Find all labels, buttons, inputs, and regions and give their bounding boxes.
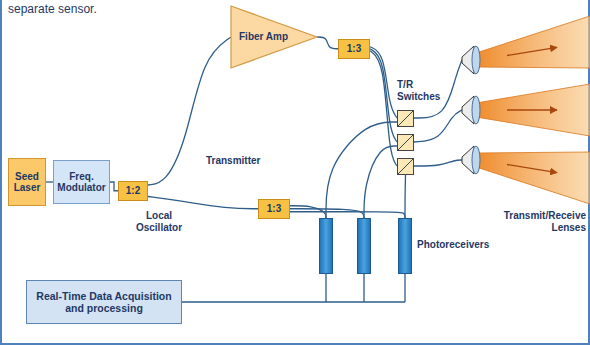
fiber-connector xyxy=(46,181,53,182)
connector-branch xyxy=(364,146,397,218)
lens-assembly xyxy=(462,146,590,204)
lens-symbol xyxy=(472,46,480,74)
modulator-box: Freq. Modulator xyxy=(53,160,110,204)
node-label: 1:2 xyxy=(126,185,140,197)
laser-beam xyxy=(476,152,590,204)
switch-group: T/R Switches xyxy=(397,110,414,175)
node-label: Fiber Amp xyxy=(239,31,293,43)
node-label: Freq. Modulator xyxy=(57,171,106,194)
connector-branch xyxy=(404,274,405,302)
connector xyxy=(414,60,462,166)
amplifier-shape xyxy=(231,6,317,68)
edge-label: Local Oscillator xyxy=(126,210,192,234)
connector-branch xyxy=(414,160,462,166)
switch-symbol xyxy=(398,159,414,175)
fiber-connector xyxy=(290,206,326,218)
fiber-connector xyxy=(148,197,258,209)
laser-beam xyxy=(476,84,590,136)
connector-group xyxy=(46,37,462,302)
edge-label-anchor: Local Oscillator xyxy=(126,210,192,235)
switch-symbol xyxy=(398,135,414,151)
photoreceiver-body xyxy=(320,219,333,274)
splitter-box: 1:2 xyxy=(118,181,148,201)
connector xyxy=(110,182,118,191)
node-label: T/R Switches xyxy=(397,79,449,103)
caption-text: separate sensor. xyxy=(8,2,148,16)
splitter-box: 1:3 xyxy=(258,199,290,219)
connector xyxy=(370,47,397,166)
switch-body xyxy=(398,135,414,151)
node-label: 1:3 xyxy=(347,43,361,55)
beam-direction xyxy=(507,165,557,173)
fiber-connector xyxy=(110,182,118,191)
photoreceiver-group: Photoreceivers xyxy=(319,218,412,274)
connector xyxy=(317,37,338,49)
node-label: Real-Time Data Acquisition and processin… xyxy=(30,290,178,314)
connector-branch xyxy=(404,175,406,218)
lens-group: Transmit/Receive Lenses xyxy=(462,28,590,238)
lens-symbol xyxy=(472,146,480,174)
beam-direction xyxy=(507,109,557,110)
connector xyxy=(148,197,258,209)
connector-branch xyxy=(290,209,364,218)
node-illustration xyxy=(462,28,590,238)
laser-box: Seed Laser xyxy=(8,158,46,206)
edge-label-anchor: Transmitter xyxy=(204,150,266,168)
lens-symbol xyxy=(472,96,480,124)
node-illustration xyxy=(319,218,412,274)
node-label: 1:3 xyxy=(267,203,281,215)
switch-mirror xyxy=(398,111,413,126)
splitter-box: 1:3 xyxy=(338,39,370,59)
fiber-connector xyxy=(414,60,462,118)
fiber-connector xyxy=(182,274,326,302)
processor-box: Real-Time Data Acquisition and processin… xyxy=(26,280,182,324)
node-label: Seed Laser xyxy=(12,171,42,194)
fiber-connector xyxy=(317,37,338,49)
switch-mirror xyxy=(398,159,413,174)
photoreceiver-body xyxy=(358,219,371,274)
beam-direction xyxy=(507,47,557,55)
connector xyxy=(46,182,53,183)
switch-body xyxy=(398,159,414,175)
connector-branch xyxy=(326,301,405,302)
label-anchor: separate sensor. xyxy=(8,2,148,16)
switch-mirror xyxy=(398,135,413,150)
connector-branch xyxy=(414,110,462,142)
switch-body xyxy=(398,111,414,127)
connector xyxy=(290,206,405,218)
connector-branch xyxy=(363,274,364,302)
lens-assembly xyxy=(462,84,590,136)
connector xyxy=(326,122,406,218)
node-illustration xyxy=(397,110,414,175)
switch-symbol xyxy=(398,111,414,127)
connector xyxy=(182,274,405,302)
laser-beam xyxy=(476,16,590,68)
fiber-connector xyxy=(370,47,397,118)
amplifier-triangle: Fiber Amp xyxy=(231,6,317,68)
edge-label: Transmitter xyxy=(204,155,266,167)
photoreceiver-body xyxy=(399,219,412,274)
lens-assembly xyxy=(462,16,590,74)
connector-branch xyxy=(290,212,405,218)
node-label: Photoreceivers xyxy=(417,239,499,251)
fiber-connector xyxy=(326,122,397,218)
node-label: Transmit/Receive Lenses xyxy=(490,210,586,234)
